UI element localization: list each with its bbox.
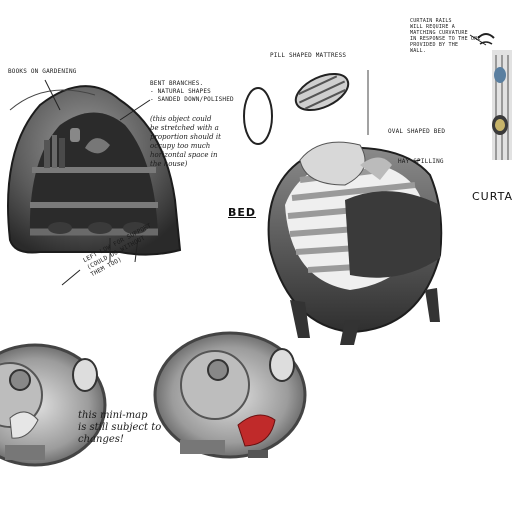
minimap-note: this mini-map is still subject to change… bbox=[78, 410, 162, 445]
minimap-left bbox=[0, 343, 107, 467]
shelf-materials-note: BENT BRANCHES. - NATURAL SHAPES - SANDED… bbox=[150, 80, 234, 103]
shelf-proportion-note: (this object could be stretched with a p… bbox=[150, 115, 221, 168]
curtain-sketch bbox=[477, 33, 512, 160]
pill-mattress-label: PILL SHAPED MATTRESS bbox=[270, 52, 347, 59]
bookshelf-sketch bbox=[7, 85, 182, 256]
shelf-top-label: BOOKS ON GARDENING bbox=[8, 68, 77, 75]
hay-spilling-label: HAY SPILLING bbox=[398, 158, 444, 165]
curtain-title: CURTAI bbox=[472, 190, 512, 203]
bed-title: BED bbox=[228, 206, 257, 219]
minimap-right bbox=[153, 331, 307, 459]
oval-bed-label: OVAL SHAPED BED bbox=[388, 128, 446, 135]
mattress-sketches bbox=[243, 70, 369, 145]
bed-illustration bbox=[267, 141, 443, 345]
curtain-rails-note: CURTAIN RAILS WILL REQUIRE A MATCHING CU… bbox=[410, 18, 481, 54]
